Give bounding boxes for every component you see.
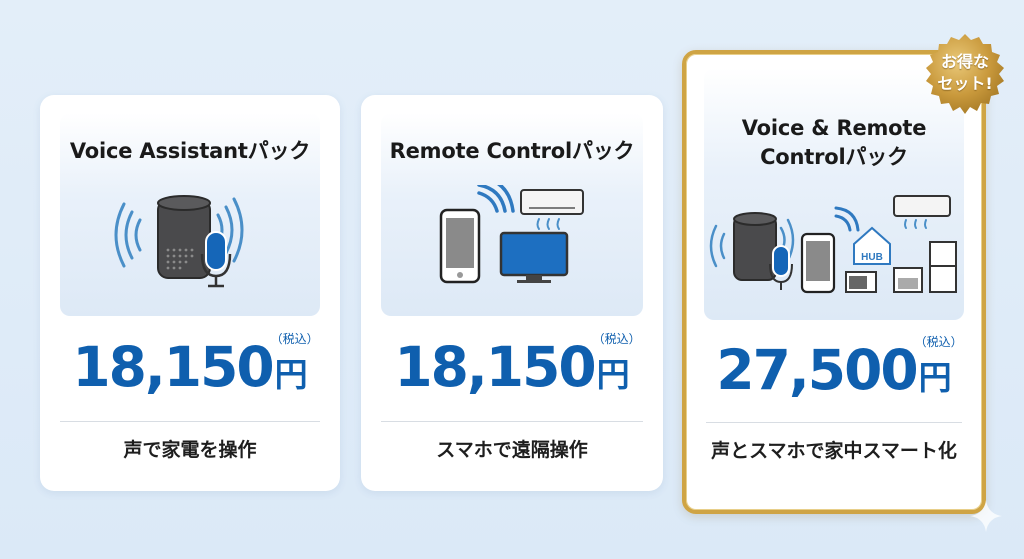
smart-speaker-icon	[114, 195, 244, 288]
pack-title: Voice & Remote Controlパック	[741, 116, 927, 169]
price: 18,150（税込）円	[394, 332, 641, 399]
tax-included-label: （税込）	[592, 332, 641, 346]
price: 27,500（税込）円	[716, 335, 963, 402]
pack-description: スマホで遠隔操作	[436, 439, 588, 461]
sparkle-icon	[970, 500, 1002, 532]
divider	[706, 422, 962, 423]
pack-description: 声とスマホで家中スマート化	[711, 440, 957, 462]
illustration-panel	[381, 113, 643, 316]
hub-label: HUB	[861, 252, 883, 263]
divider	[381, 421, 643, 422]
pack-title: Voice Assistantパック	[69, 139, 311, 163]
voice-remote-control-pack-card[interactable]: Voice & Remote Controlパック HUB 27,500（税込）…	[682, 34, 1004, 514]
divider	[60, 421, 320, 422]
pack-title: Remote Controlパック	[389, 139, 635, 163]
gold-seal-icon	[926, 34, 1004, 114]
pack-description: 声で家電を操作	[123, 439, 257, 461]
voice-assistant-pack-card[interactable]: Voice Assistantパック 18,150（税込）円 声で家電を操作	[40, 95, 340, 491]
value-set-badge: お得な セット!	[922, 32, 1008, 118]
price: 18,150（税込）円	[72, 332, 319, 399]
speaker-smartphone-hub-appliances-icon: HUB	[709, 195, 957, 294]
tax-included-label: （税込）	[270, 332, 319, 346]
smartphone-aircon-tv-icon	[439, 185, 584, 284]
tax-included-label: （税込）	[914, 335, 963, 349]
remote-control-pack-card[interactable]: Remote Controlパック 18,150（税込）円 スマホで遠隔操作	[361, 95, 663, 491]
